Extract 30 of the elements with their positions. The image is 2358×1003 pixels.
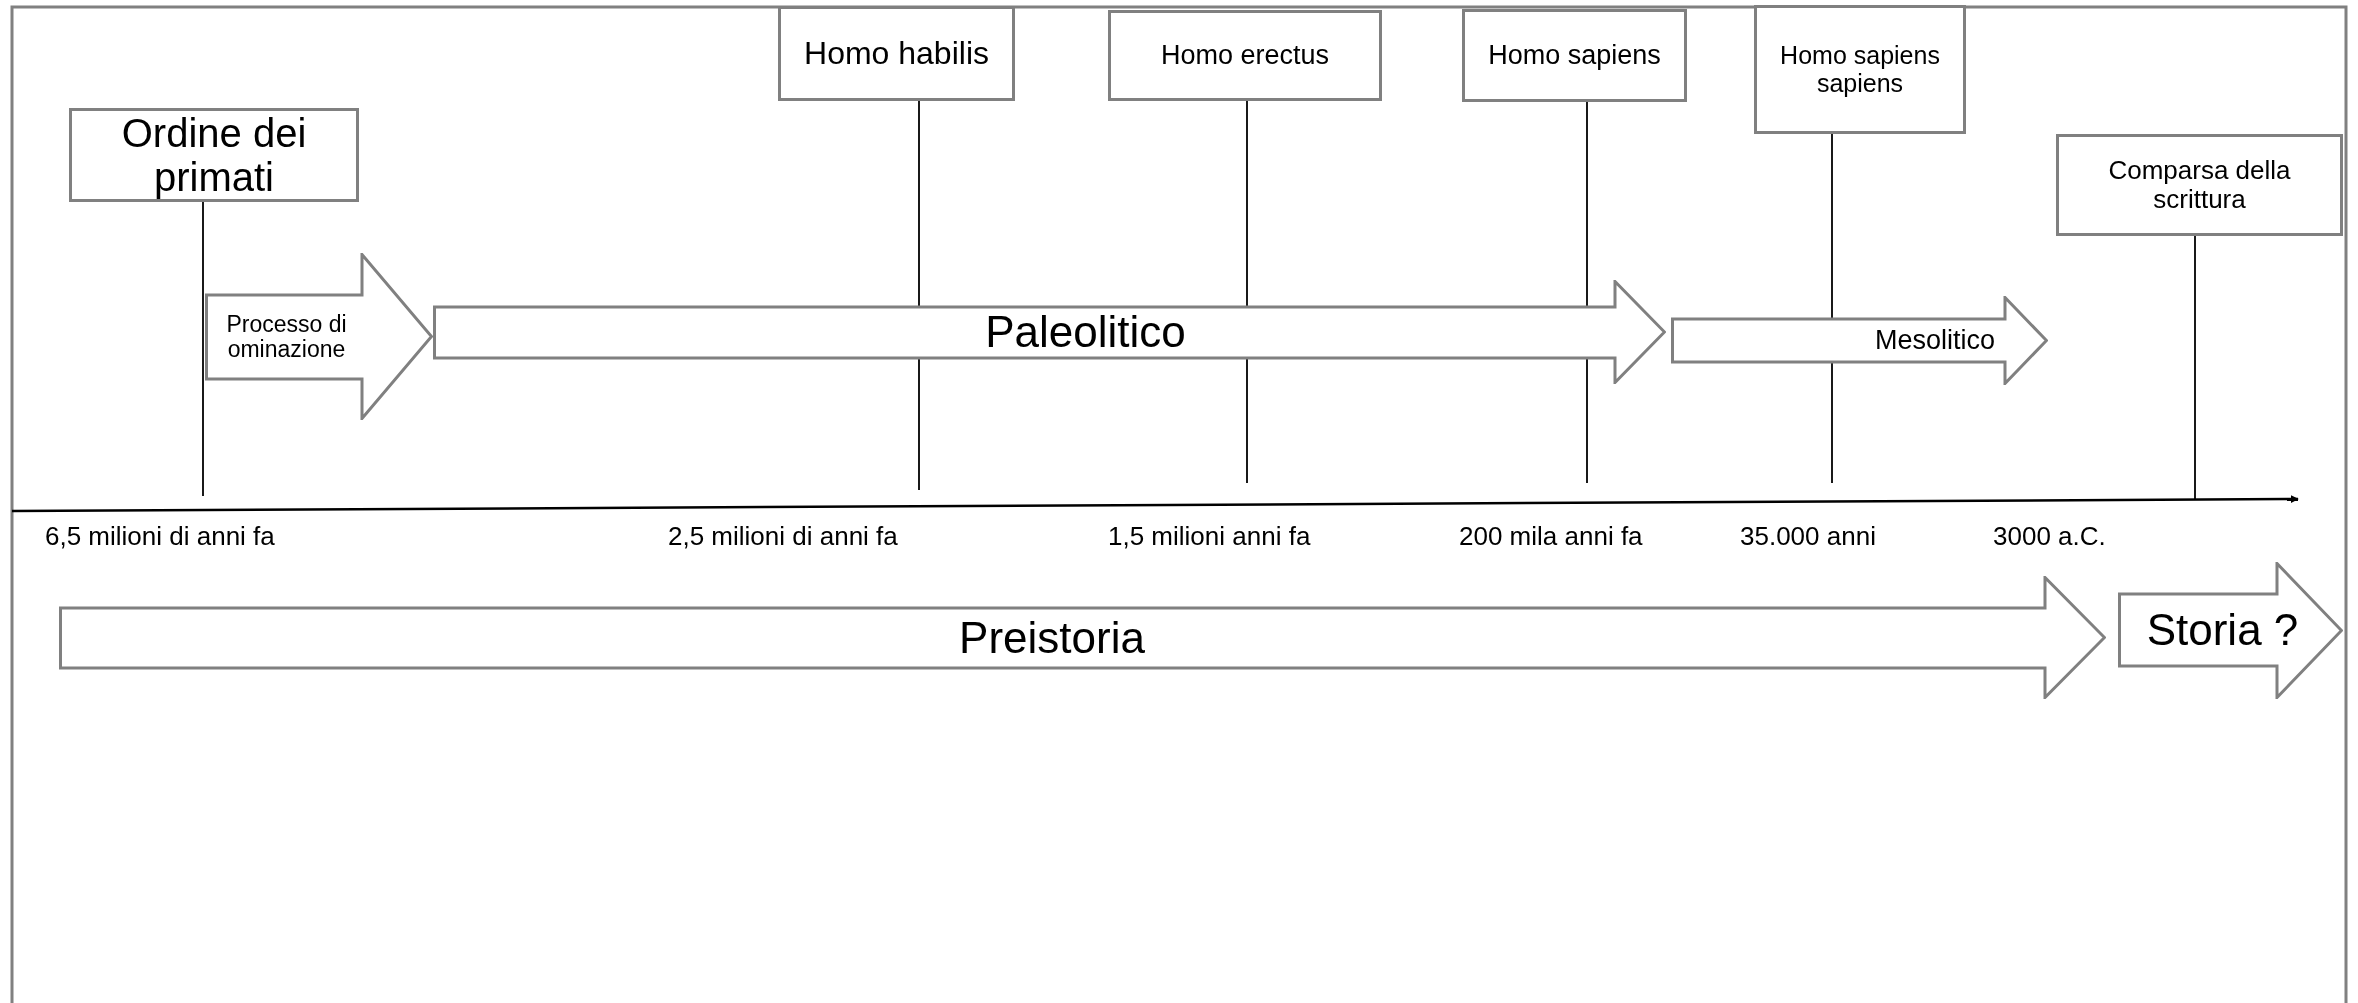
time-label: 2,5 milioni di anni fa bbox=[668, 521, 898, 552]
node-text: Preistoria bbox=[958, 611, 1146, 664]
event-box bbox=[1462, 9, 1687, 102]
event-box bbox=[1108, 10, 1382, 101]
node-text: Homo sapiens bbox=[1488, 40, 1661, 71]
node-text: Homo sapiens sapiens bbox=[1779, 42, 1941, 97]
period-band bbox=[2118, 562, 2343, 699]
node-text: Ordine dei primati bbox=[120, 111, 308, 199]
event-box bbox=[69, 108, 359, 202]
node-text: Paleolitico bbox=[984, 307, 1187, 358]
event-box bbox=[2056, 134, 2343, 236]
time-label: 6,5 milioni di anni fa bbox=[45, 521, 275, 552]
node-text: Storia ? bbox=[2145, 603, 2300, 656]
node-text: Homo habilis bbox=[804, 35, 989, 72]
node-text: Mesolitico bbox=[1873, 323, 1996, 357]
time-label: 35.000 anni bbox=[1740, 521, 1876, 552]
node-text: Processo di ominazione bbox=[225, 309, 348, 364]
period-band bbox=[59, 576, 2106, 699]
leader-line bbox=[202, 201, 204, 497]
event-box bbox=[1754, 5, 1966, 134]
node-text: Homo erectus bbox=[1160, 40, 1330, 71]
event-box bbox=[778, 6, 1015, 101]
node-text: Comparsa della scrittura bbox=[2107, 156, 2292, 214]
time-label: 3000 a.C. bbox=[1993, 521, 2106, 552]
period-band bbox=[205, 253, 433, 420]
time-label: 200 mila anni fa bbox=[1459, 521, 1643, 552]
period-band bbox=[1671, 296, 2048, 385]
time-label: 1,5 milioni anni fa bbox=[1108, 521, 1311, 552]
leader-line bbox=[2194, 235, 2196, 501]
period-band bbox=[433, 280, 1666, 384]
